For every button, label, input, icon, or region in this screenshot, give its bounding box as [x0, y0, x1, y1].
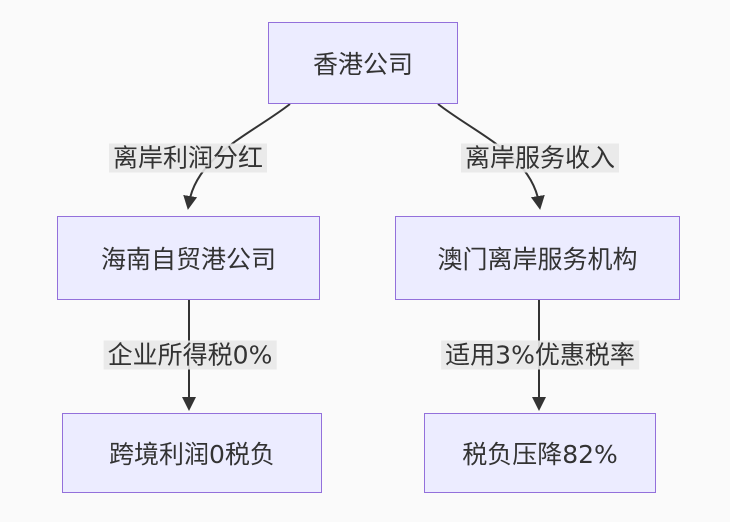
node-label: 海南自贸港公司: [100, 245, 276, 274]
node-hong-kong-company: 香港公司: [268, 22, 458, 104]
edge-label-3-percent-preferential-rate: 适用3%优惠税率: [441, 340, 639, 370]
edge-label-offshore-service-income: 离岸服务收入: [460, 143, 620, 173]
node-hainan-ftp-company: 海南自贸港公司: [57, 216, 320, 300]
edge-label-offshore-profit-dividend: 离岸利润分红: [108, 143, 268, 173]
node-label: 澳门离岸服务机构: [437, 245, 638, 274]
edge-label-corporate-income-tax-0: 企业所得税0%: [103, 340, 277, 370]
node-macau-offshore-service-org: 澳门离岸服务机构: [395, 216, 680, 300]
node-cross-border-profit-zero-tax: 跨境利润0税负: [62, 413, 322, 493]
node-label: 香港公司: [312, 50, 413, 79]
node-tax-burden-reduced-82: 税负压降82%: [424, 413, 656, 493]
node-label: 跨境利润0税负: [109, 440, 275, 469]
node-label: 税负压降82%: [462, 440, 618, 469]
